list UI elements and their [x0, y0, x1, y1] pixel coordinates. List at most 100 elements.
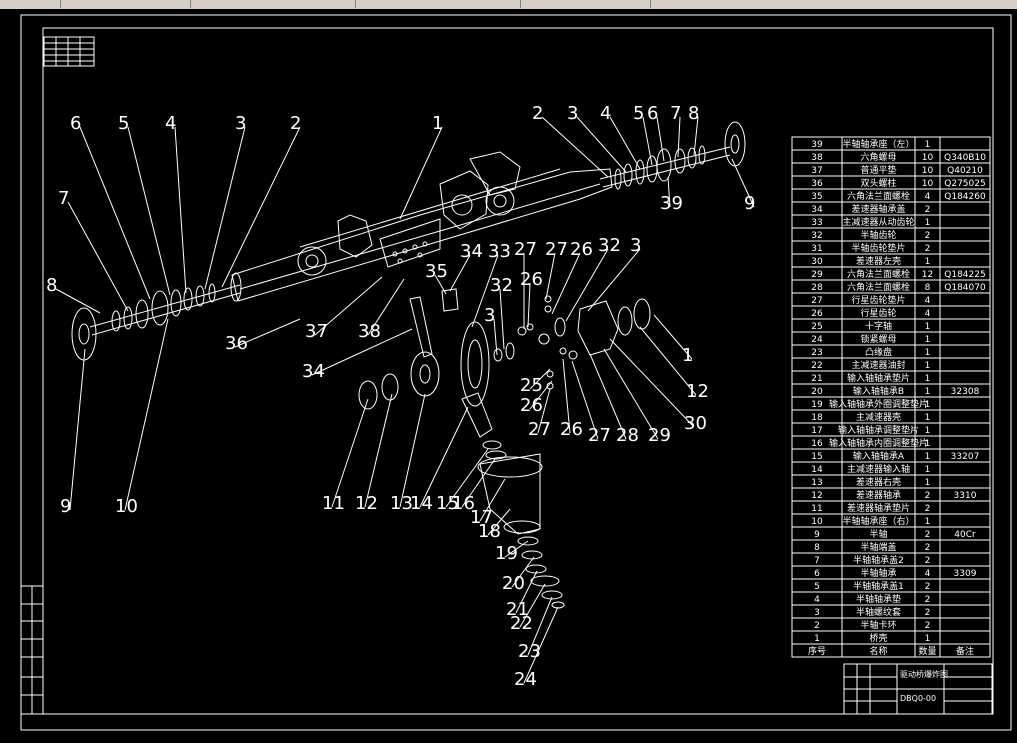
balloon-number[interactable]: 24	[514, 669, 537, 690]
bom-name: 输入轴轴承外圈调整垫片	[829, 398, 928, 410]
balloon-number[interactable]: 6	[647, 103, 658, 124]
bom-name: 半轴轴承座（右）	[842, 515, 914, 527]
toolbar-tab[interactable]	[355, 0, 521, 8]
balloon-number[interactable]: 7	[670, 103, 681, 124]
balloon-number[interactable]: 10	[115, 496, 138, 517]
balloon-number[interactable]: 12	[355, 493, 378, 514]
bom-qty: 4	[925, 296, 931, 306]
bom-note: 32308	[951, 387, 980, 397]
bom-no: 32	[811, 231, 822, 241]
balloon-number[interactable]: 26	[520, 269, 543, 290]
balloon-number[interactable]: 9	[744, 193, 755, 214]
leader-line	[589, 353, 627, 440]
bom-name: 十字轴	[865, 320, 892, 332]
balloon-number[interactable]: 12	[686, 381, 709, 402]
balloon-number[interactable]: 32	[490, 275, 513, 296]
balloon-number[interactable]: 27	[528, 419, 551, 440]
balloon-number[interactable]: 38	[358, 321, 381, 342]
balloon-number[interactable]: 37	[305, 321, 328, 342]
balloon-number[interactable]: 35	[425, 261, 448, 282]
balloon-number[interactable]: 4	[165, 113, 176, 134]
leader-line	[511, 556, 535, 588]
balloon-number[interactable]: 3	[235, 113, 246, 134]
balloon-number[interactable]: 15	[436, 493, 459, 514]
balloon-number[interactable]: 27	[545, 239, 568, 260]
leader-line	[515, 570, 538, 614]
balloon-number[interactable]: 17	[470, 507, 493, 528]
balloon-number[interactable]: 33	[488, 241, 511, 262]
bom-qty: 2	[925, 595, 931, 605]
balloon-number[interactable]: 32	[598, 235, 621, 256]
balloon-number[interactable]: 3	[567, 103, 578, 124]
balloon-number[interactable]: 3	[630, 235, 641, 256]
balloon-number[interactable]: 36	[225, 333, 248, 354]
balloon-number[interactable]: 2	[532, 103, 543, 124]
title-block	[843, 663, 993, 715]
bom-name: 半轴齿轮垫片	[851, 242, 905, 254]
balloon-number[interactable]: 4	[600, 103, 611, 124]
balloon-number[interactable]: 39	[660, 193, 683, 214]
balloon-number[interactable]: 11	[322, 493, 345, 514]
bom-qty: 2	[925, 621, 931, 631]
balloon-number[interactable]: 30	[684, 413, 707, 434]
bom-no: 24	[811, 335, 823, 345]
bom-name: 半轴	[869, 528, 887, 540]
balloon-number[interactable]: 26	[570, 239, 593, 260]
balloon-number[interactable]: 20	[502, 573, 525, 594]
leader-line	[364, 393, 393, 508]
balloon-number[interactable]: 18	[478, 521, 501, 542]
bom-no: 30	[811, 257, 823, 267]
balloon-number[interactable]: 21	[506, 599, 529, 620]
leader-line	[609, 116, 641, 170]
balloon-number[interactable]: 26	[520, 395, 543, 416]
bom-no: 5	[814, 582, 820, 592]
balloon-number[interactable]: 5	[118, 113, 129, 134]
toolbar-tab[interactable]	[60, 0, 191, 8]
leader-line	[537, 388, 551, 434]
balloon-number[interactable]: 7	[58, 188, 69, 209]
balloon-number[interactable]: 1	[682, 345, 693, 366]
balloon-number[interactable]: 13	[390, 493, 413, 514]
bom-qty: 4	[925, 309, 931, 319]
balloon-number[interactable]: 19	[495, 543, 518, 564]
leader-line	[603, 348, 659, 440]
balloon-number[interactable]: 8	[46, 275, 57, 296]
balloon-number[interactable]: 2	[290, 113, 301, 134]
cad-drawing[interactable]: 6543278910136373834353433323272627263232…	[0, 9, 1017, 743]
bom-name: 差速器轴承	[856, 489, 901, 501]
bom-name: 输入轴轴承内圈调整垫片	[829, 437, 928, 449]
balloon-number[interactable]: 5	[633, 103, 644, 124]
balloon-number[interactable]: 23	[518, 641, 541, 662]
balloon-number[interactable]: 16	[452, 493, 475, 514]
leader-line	[79, 126, 151, 300]
balloon-number[interactable]: 1	[432, 113, 443, 134]
leader-line	[331, 398, 369, 508]
balloon-number[interactable]: 3	[484, 305, 495, 326]
leader-line	[587, 248, 641, 312]
balloon-number[interactable]: 8	[688, 103, 699, 124]
balloon-number[interactable]: 27	[514, 239, 537, 260]
leader-line	[399, 126, 443, 220]
leader-line	[527, 282, 531, 328]
balloon-number[interactable]: 26	[560, 419, 583, 440]
balloon-number[interactable]: 22	[510, 613, 533, 634]
balloon-number[interactable]: 34	[302, 361, 325, 382]
bom-note: Q275025	[944, 179, 985, 189]
balloon-number[interactable]: 29	[648, 425, 671, 446]
bom-name: 行星齿轮垫片	[851, 294, 905, 306]
toolbar-tab[interactable]	[520, 0, 651, 8]
balloon-number[interactable]: 9	[60, 496, 71, 517]
leader-line	[541, 116, 609, 178]
toolbar-tab[interactable]	[190, 0, 356, 8]
toolbar-tab[interactable]	[0, 0, 61, 8]
balloon-number[interactable]: 6	[70, 113, 81, 134]
balloon-number[interactable]: 25	[520, 375, 543, 396]
balloon-number[interactable]: 34	[460, 241, 483, 262]
balloon-number[interactable]: 27	[588, 425, 611, 446]
balloon-number[interactable]: 14	[410, 493, 433, 514]
bom-note: 40Cr	[954, 530, 976, 540]
balloon-number[interactable]: 28	[616, 425, 639, 446]
bom-no: 22	[811, 361, 822, 371]
bom-no: 15	[811, 452, 822, 462]
drawing-number: DBQ0-00	[900, 694, 936, 703]
